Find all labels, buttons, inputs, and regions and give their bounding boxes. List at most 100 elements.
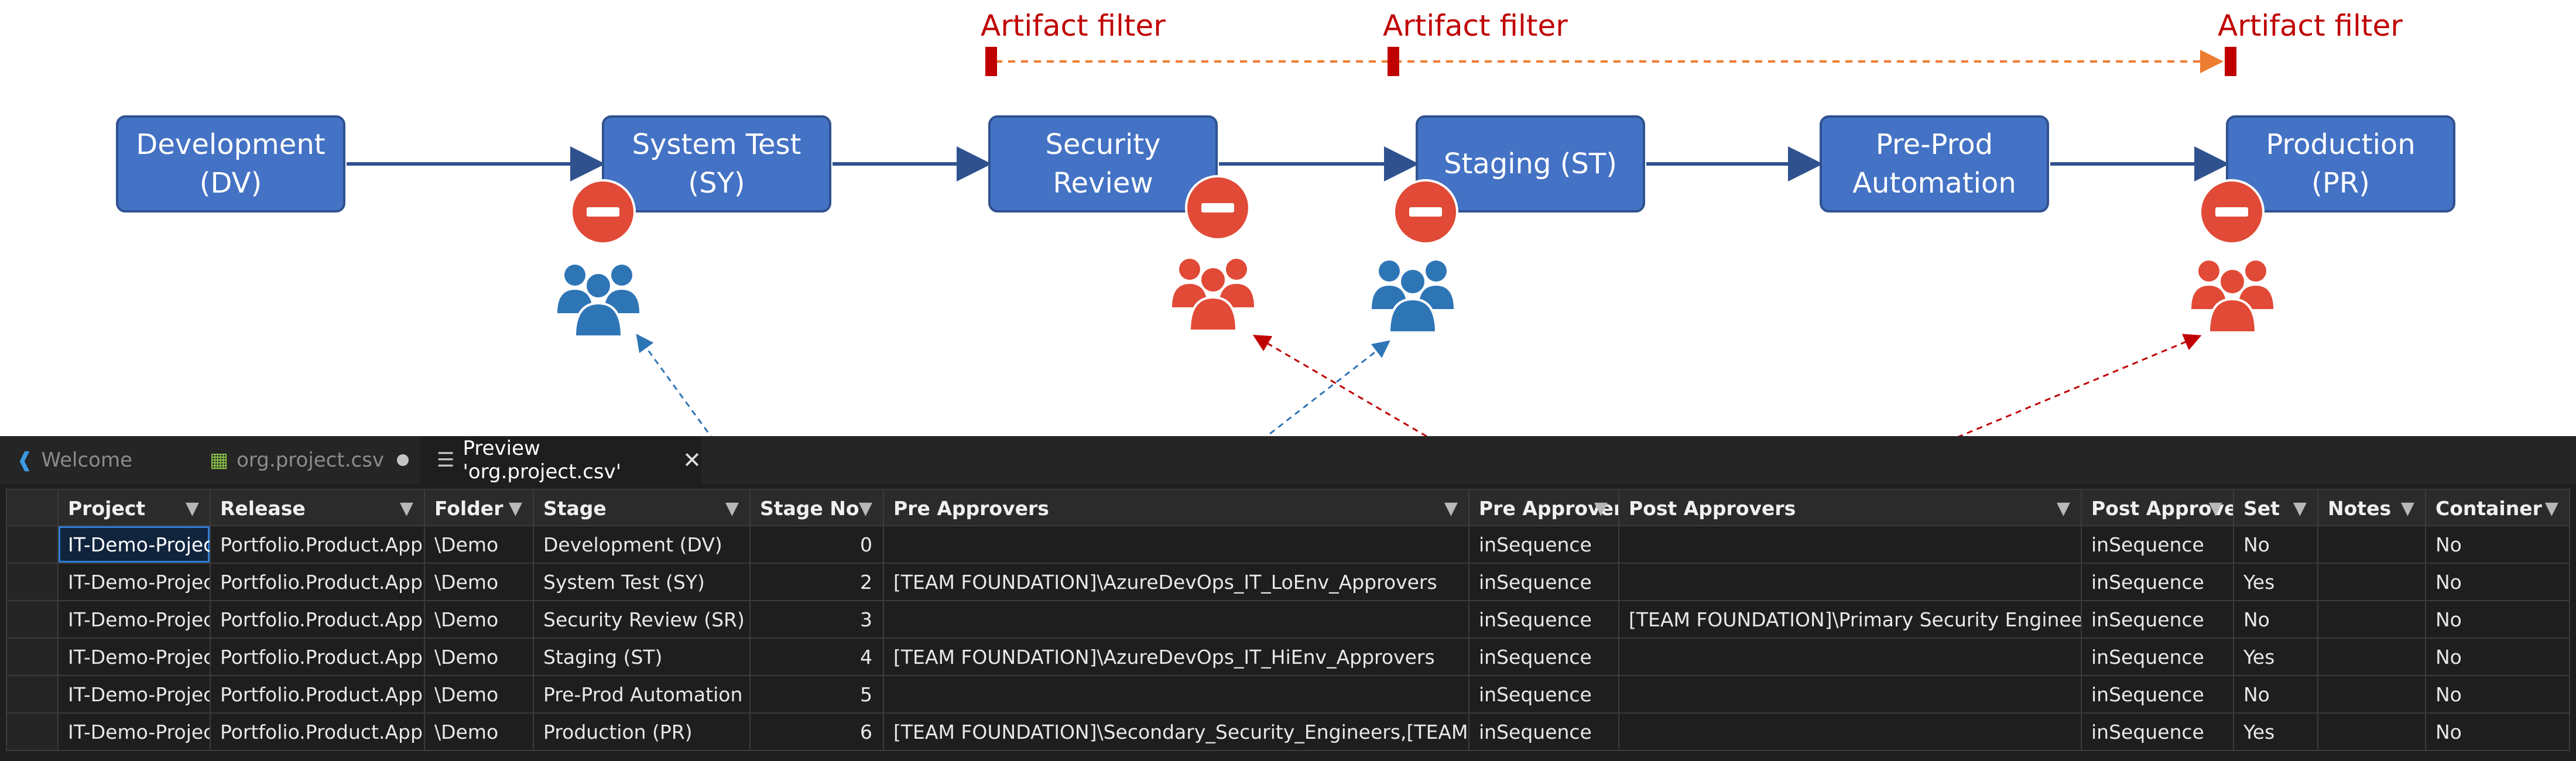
table-cell[interactable]: No	[2426, 601, 2570, 639]
table-cell[interactable]: inSequence	[2082, 526, 2234, 564]
filter-icon[interactable]: ▼	[1594, 498, 1608, 519]
table-cell[interactable]: 5	[751, 676, 884, 714]
column-header[interactable]: Release▼	[211, 489, 425, 526]
row-header[interactable]	[6, 714, 59, 751]
table-cell[interactable]	[884, 676, 1469, 714]
table-cell[interactable]: IT-Demo-Project	[59, 714, 211, 751]
table-cell[interactable]: Staging (ST)	[534, 639, 751, 676]
table-cell[interactable]: \Demo	[425, 526, 534, 564]
table-cell[interactable]	[1619, 639, 2082, 676]
close-icon[interactable]: ✕	[683, 447, 701, 473]
table-cell[interactable]	[2318, 714, 2426, 751]
column-header[interactable]: Post Approver I▼	[2082, 489, 2234, 526]
table-cell[interactable]	[2318, 564, 2426, 601]
table-cell[interactable]	[1619, 526, 2082, 564]
table-cell[interactable]: 2	[751, 564, 884, 601]
table-cell[interactable]: Production (PR)	[534, 714, 751, 751]
table-cell[interactable]: No	[2234, 601, 2318, 639]
table-cell[interactable]: IT-Demo-Project	[59, 676, 211, 714]
table-cell[interactable]: 4	[751, 639, 884, 676]
table-cell[interactable]: [TEAM FOUNDATION]\Secondary_Security_Eng…	[884, 714, 1469, 751]
table-cell[interactable]: 6	[751, 714, 884, 751]
column-header[interactable]: Post Approvers▼	[1619, 489, 2082, 526]
table-cell[interactable]: Pre-Prod Automation	[534, 676, 751, 714]
table-cell[interactable]: inSequence	[2082, 564, 2234, 601]
tab-preview-csv[interactable]: ☰ Preview 'org.project.csv' ✕	[420, 436, 701, 484]
table-cell[interactable]: \Demo	[425, 639, 534, 676]
column-header[interactable]: Stage▼	[534, 489, 751, 526]
filter-icon[interactable]: ▼	[508, 498, 522, 519]
table-cell[interactable]: [TEAM FOUNDATION]\AzureDevOps_IT_LoEnv_A…	[884, 564, 1469, 601]
table-cell[interactable]: inSequence	[1469, 639, 1619, 676]
table-cell[interactable]: Security Review (SR)	[534, 601, 751, 639]
table-cell[interactable]: Portfolio.Product.App	[211, 714, 425, 751]
table-cell[interactable]: [TEAM FOUNDATION]\AzureDevOps_IT_HiEnv_A…	[884, 639, 1469, 676]
table-cell[interactable]	[884, 526, 1469, 564]
column-header[interactable]: Project▼	[59, 489, 211, 526]
table-cell[interactable]: No	[2426, 564, 2570, 601]
table-cell[interactable]: No	[2426, 714, 2570, 751]
table-cell[interactable]: [TEAM FOUNDATION]\Primary Security Engin…	[1619, 601, 2082, 639]
row-header[interactable]	[6, 526, 59, 564]
table-cell[interactable]: inSequence	[1469, 676, 1619, 714]
table-cell[interactable]: inSequence	[2082, 639, 2234, 676]
column-header[interactable]: Set▼	[2234, 489, 2318, 526]
table-cell[interactable]	[2318, 676, 2426, 714]
filter-icon[interactable]: ▼	[2056, 498, 2070, 519]
table-cell[interactable]: 3	[751, 601, 884, 639]
table-cell[interactable]: 0	[751, 526, 884, 564]
table-cell[interactable]: IT-Demo-Project	[59, 564, 211, 601]
column-header[interactable]: Notes▼	[2318, 489, 2426, 526]
table-cell[interactable]	[884, 601, 1469, 639]
table-cell[interactable]: No	[2234, 676, 2318, 714]
filter-icon[interactable]: ▼	[399, 498, 413, 519]
table-cell[interactable]: IT-Demo-Project	[59, 601, 211, 639]
column-header[interactable]: Container▼	[2426, 489, 2570, 526]
table-cell[interactable]: inSequence	[1469, 714, 1619, 751]
row-header[interactable]	[6, 489, 59, 526]
filter-icon[interactable]: ▼	[2293, 498, 2307, 519]
table-cell[interactable]: inSequence	[2082, 676, 2234, 714]
table-cell[interactable]: inSequence	[2082, 601, 2234, 639]
tab-welcome[interactable]: ❰ Welcome	[0, 436, 193, 484]
filter-icon[interactable]: ▼	[1444, 498, 1458, 519]
row-header[interactable]	[6, 564, 59, 601]
column-header[interactable]: Folder▼	[425, 489, 534, 526]
table-cell[interactable]: No	[2234, 526, 2318, 564]
row-header[interactable]	[6, 639, 59, 676]
filter-icon[interactable]: ▼	[2400, 498, 2414, 519]
table-cell[interactable]: Portfolio.Product.App	[211, 526, 425, 564]
table-cell[interactable]: Portfolio.Product.App	[211, 601, 425, 639]
table-cell[interactable]	[2318, 526, 2426, 564]
table-cell[interactable]	[2318, 601, 2426, 639]
table-cell[interactable]: Yes	[2234, 714, 2318, 751]
table-cell[interactable]: \Demo	[425, 714, 534, 751]
table-cell[interactable]: inSequence	[1469, 526, 1619, 564]
table-cell[interactable]	[1619, 564, 2082, 601]
table-cell[interactable]: Yes	[2234, 564, 2318, 601]
table-cell[interactable]: inSequence	[1469, 564, 1619, 601]
table-cell[interactable]: IT-Demo-Project	[59, 639, 211, 676]
table-cell[interactable]: Portfolio.Product.App	[211, 676, 425, 714]
table-cell[interactable]: \Demo	[425, 676, 534, 714]
table-cell[interactable]	[1619, 676, 2082, 714]
column-header[interactable]: Pre Approvers▼	[884, 489, 1469, 526]
table-cell[interactable]: No	[2426, 526, 2570, 564]
row-header[interactable]	[6, 676, 59, 714]
table-cell[interactable]: No	[2426, 639, 2570, 676]
table-cell[interactable]: Yes	[2234, 639, 2318, 676]
tab-org-project-csv[interactable]: ▦ org.project.csv	[193, 436, 420, 484]
filter-icon[interactable]: ▼	[858, 498, 872, 519]
table-cell[interactable]: IT-Demo-Project	[59, 526, 211, 564]
table-cell[interactable]: Portfolio.Product.App	[211, 639, 425, 676]
table-cell[interactable]: Development (DV)	[534, 526, 751, 564]
table-cell[interactable]: System Test (SY)	[534, 564, 751, 601]
column-header[interactable]: Stage No▼	[751, 489, 884, 526]
table-cell[interactable]: Portfolio.Product.App	[211, 564, 425, 601]
table-cell[interactable]: No	[2426, 676, 2570, 714]
table-cell[interactable]	[1619, 714, 2082, 751]
table-cell[interactable]: \Demo	[425, 564, 534, 601]
filter-icon[interactable]: ▼	[185, 498, 199, 519]
table-cell[interactable]	[2318, 639, 2426, 676]
table-cell[interactable]: inSequence	[2082, 714, 2234, 751]
